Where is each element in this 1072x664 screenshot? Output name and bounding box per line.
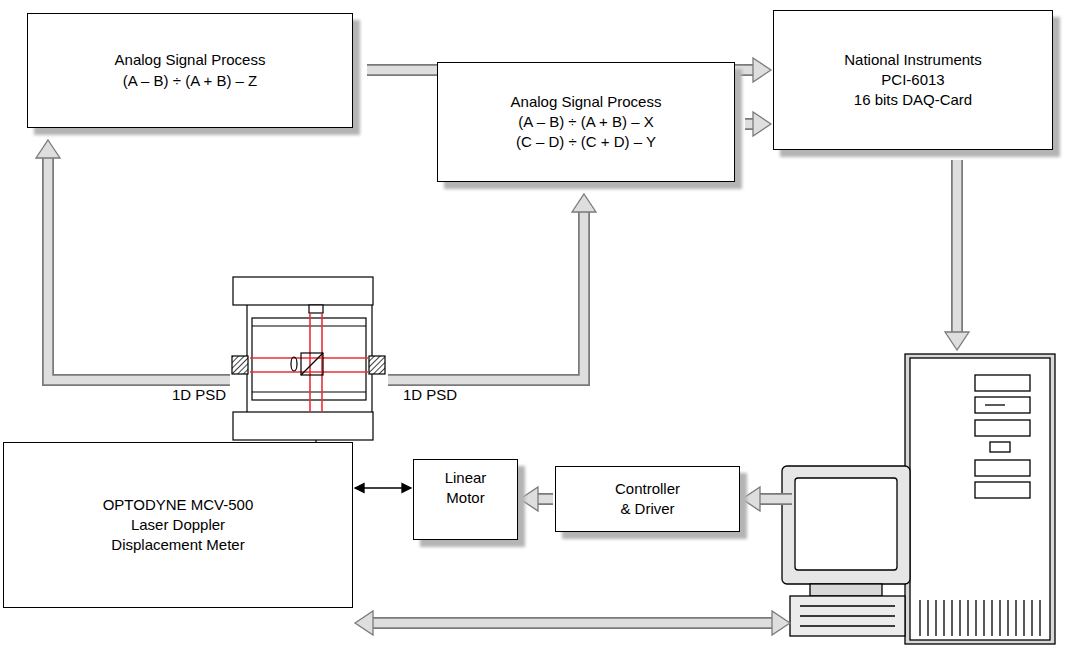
daq-card-box: National InstrumentsPCI-601316 bits DAQ-… [773,10,1053,150]
node-text: OPTODYNE MCV-500 [103,495,254,515]
sensor-label: 1D PSD [172,386,226,403]
signal-arrow [745,112,771,136]
node-text: Laser Doppler [131,515,225,535]
node-text: Analog Signal Process [115,50,266,70]
psd-signal-arrow [36,140,230,380]
node-text: 16 bits DAQ-Card [854,90,972,110]
red-beams [250,313,368,412]
computer-illustration [782,354,1055,644]
signal-arrow [520,487,553,511]
process-box: Analog Signal Process(A – B) ÷ (A + B) –… [437,62,735,182]
node-text: PCI-6013 [881,70,944,90]
node-text: Analog Signal Process [511,92,662,112]
motor-box: Linear Motor [413,459,518,540]
psd-sensor [369,356,385,374]
beam-splitter [291,353,323,375]
process-box: Analog Signal Process(A – B) ÷ (A + B) –… [27,13,353,128]
node-text: (A – B) ÷ (A + B) – Z [123,71,258,91]
node-text: National Instruments [844,50,982,70]
psd-signal-arrow [388,194,596,380]
control-arrow [742,487,792,511]
node-text: Linear Motor [445,468,487,509]
sensor-label: 1D PSD [403,386,457,403]
psd-sensor [232,356,248,374]
signal-arrow [355,484,411,493]
node-text: Displacement Meter [111,535,244,555]
controller-box: Controller & Driver [555,466,740,532]
data-arrow [355,611,790,635]
node-text: Controller & Driver [615,479,680,520]
node-text: (A – B) ÷ (A + B) – X [518,112,653,132]
node-text: (C – D) ÷ (C + D) – Y [516,132,656,152]
data-arrow [945,160,969,350]
meter-box: OPTODYNE MCV-500Laser DopplerDisplacemen… [3,442,353,608]
